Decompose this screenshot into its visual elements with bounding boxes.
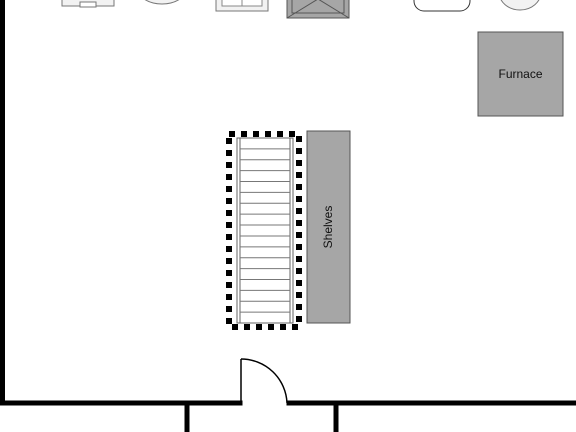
furnace: Furnace xyxy=(477,31,564,117)
round-tank-icon xyxy=(144,0,180,5)
furnace-label: Furnace xyxy=(498,67,542,81)
shelves: Shelves xyxy=(306,130,351,324)
sink-icon xyxy=(215,0,269,12)
water-heater-icon xyxy=(500,0,540,11)
door-swing-icon xyxy=(240,358,288,404)
washer-icon xyxy=(61,0,115,8)
staircase xyxy=(226,131,302,330)
shelves-label: Shelves xyxy=(321,206,335,249)
box-icon xyxy=(286,0,350,19)
stair-treads xyxy=(240,148,290,313)
tub-icon xyxy=(413,0,471,12)
stair-body xyxy=(236,137,294,324)
